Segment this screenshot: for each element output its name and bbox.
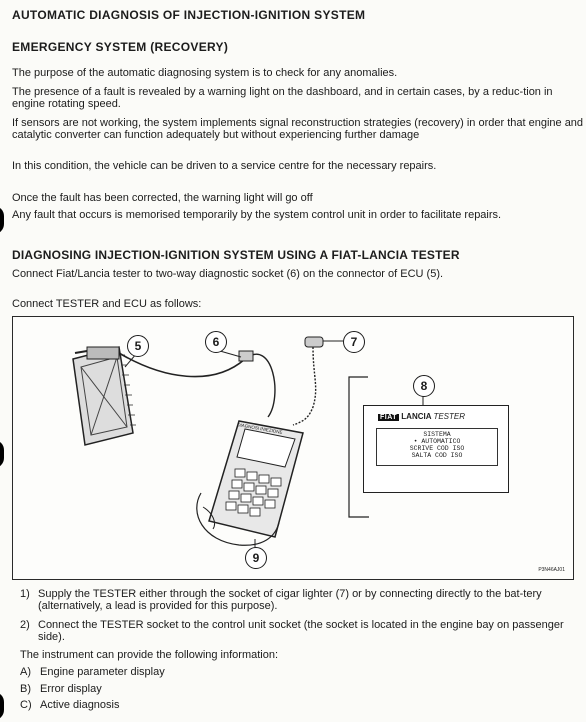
- figure-code: P3N46AJ01: [538, 567, 565, 573]
- binder-hole-mark: [0, 206, 4, 234]
- paragraph-connect-tester: Connect Fiat/Lancia tester to two-way di…: [12, 268, 444, 280]
- step-text: Connect the TESTER socket to the control…: [38, 619, 564, 643]
- callout-tester-handheld: 9: [245, 547, 267, 569]
- step-number: 2): [20, 619, 30, 631]
- binder-hole-mark: [0, 692, 4, 720]
- screen-line-salta: SALTA COD ISO: [411, 452, 463, 459]
- paragraph-purpose: The purpose of the automatic diagnosing …: [12, 67, 398, 79]
- diagram-drawing: [72, 336, 424, 547]
- step-text: Supply the TESTER either through the soc…: [38, 588, 542, 612]
- step-number: 1): [20, 588, 30, 600]
- handheld-tester-drawing: [196, 420, 304, 546]
- section-heading-emergency: EMERGENCY SYSTEM (RECOVERY): [12, 40, 229, 54]
- info-intro: The instrument can provide the following…: [20, 649, 279, 661]
- callout-tester-display: 8: [413, 375, 435, 397]
- callout-ecu: 5: [127, 335, 149, 357]
- screen-line-automatico: • AUTOMATICO: [413, 438, 461, 445]
- screen-line-scrive: SCRIVE COD ISO: [409, 445, 465, 452]
- callout-cigar-lighter: 7: [343, 331, 365, 353]
- connection-diagram: 5 6 7 8 9 DIAGNOSI INIEZIONE FIAT LANCIA…: [12, 316, 574, 580]
- paragraph-fault-corrected: Once the fault has been corrected, the w…: [12, 192, 313, 204]
- fiat-logo: FIAT: [378, 414, 400, 421]
- tester-label: TESTER: [433, 412, 465, 421]
- lancia-label: LANCIA: [401, 412, 432, 421]
- paragraph-sensors: If sensors are not working, the system i…: [12, 117, 584, 141]
- section-heading-tester: DIAGNOSING INJECTION-IGNITION SYSTEM USI…: [12, 248, 460, 262]
- callout-diagnostic-socket: 6: [205, 331, 227, 353]
- paragraph-condition: In this condition, the vehicle can be dr…: [12, 160, 437, 172]
- binder-hole-mark: [0, 440, 4, 468]
- page-title: AUTOMATIC DIAGNOSIS OF INJECTION-IGNITIO…: [12, 8, 366, 22]
- tester-screen: SISTEMA • AUTOMATICO SCRIVE COD ISO SALT…: [376, 428, 498, 466]
- paragraph-fault-presence: The presence of a fault is revealed by a…: [12, 86, 553, 110]
- ecu-unit-drawing: [72, 346, 136, 446]
- info-letter: A): [20, 666, 31, 678]
- info-letter: C): [20, 699, 32, 711]
- info-item: Error display: [40, 683, 102, 695]
- info-letter: B): [20, 683, 31, 695]
- info-item: Active diagnosis: [40, 699, 120, 711]
- paragraph-connect-ecu: Connect TESTER and ECU as follows:: [12, 298, 202, 310]
- screen-line-sistema: SISTEMA: [423, 431, 451, 438]
- info-item: Engine parameter display: [40, 666, 165, 678]
- tester-display-panel: FIAT LANCIA TESTER SISTEMA • AUTOMATICO …: [363, 405, 509, 493]
- paragraph-memorised: Any fault that occurs is memorised tempo…: [12, 209, 502, 221]
- tester-brand: FIAT LANCIA TESTER: [378, 412, 465, 421]
